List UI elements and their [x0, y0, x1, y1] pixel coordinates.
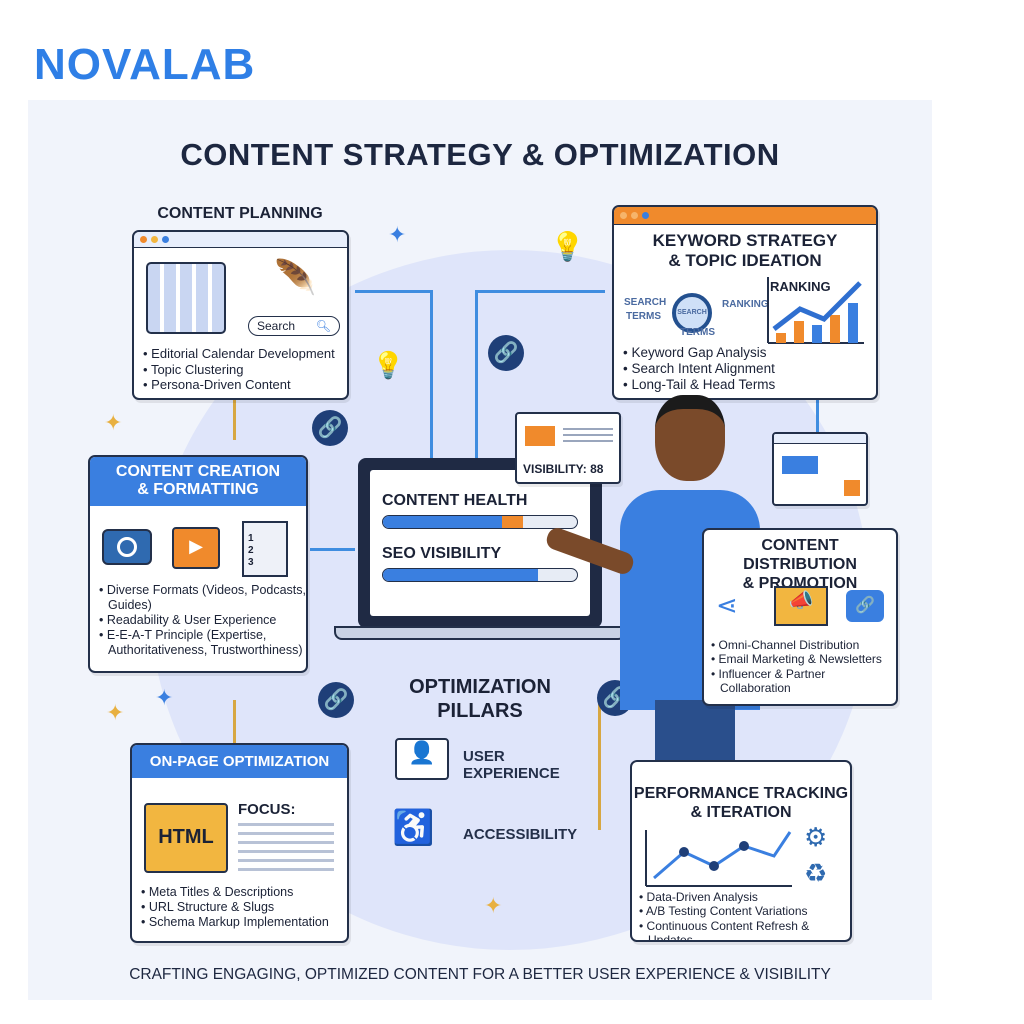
magnifier-icon: SEARCH — [672, 293, 712, 333]
link-icon: 🔗 — [488, 335, 524, 371]
image-placeholder-icon — [525, 426, 555, 446]
connector-line — [475, 290, 478, 460]
visibility-score: VISIBILITY: 88 — [523, 462, 604, 476]
content-distribution-card: CONTENT DISTRIBUTION& PROMOTION ⋖ 📣 🔗 Om… — [702, 528, 898, 706]
focus-label: FOCUS: — [238, 801, 296, 818]
lightbulb-icon: 💡 — [372, 350, 405, 380]
keyword-strategy-card: KEYWORD STRATEGY& TOPIC IDEATION SEARCH … — [612, 205, 878, 400]
on-page-optimization-card: ON-PAGE OPTIMIZATION HTML FOCUS: Meta Ti… — [130, 743, 349, 943]
line-chart-icon — [645, 830, 792, 887]
content-creation-card: CONTENT CREATION& FORMATTING ▶ 123 Diver… — [88, 455, 308, 673]
browser-card — [772, 432, 868, 506]
accessibility-icon: ♿ — [392, 809, 435, 847]
sparkle-icon: ✦ — [106, 700, 125, 725]
text-lines — [238, 823, 334, 871]
creation-heading: CONTENT CREATION& FORMATTING — [90, 457, 306, 506]
calendar-icon — [146, 262, 226, 334]
search-icon: 🔍︎ — [315, 319, 331, 333]
content-health-bar — [382, 515, 578, 529]
connector-line — [598, 700, 601, 830]
connector-line — [233, 700, 236, 745]
sparkle-icon: ✦ — [484, 893, 503, 918]
link-icon: 🔗 — [318, 682, 354, 718]
link-icon: 🔗 — [312, 410, 348, 446]
seo-visibility-label: SEO VISIBILITY — [382, 545, 502, 562]
laptop-base — [334, 626, 626, 640]
logo: NOVALAB — [34, 40, 256, 89]
share-icon: ⋖ — [716, 590, 738, 620]
person-head — [655, 395, 725, 481]
performance-tracking-card: PERFORMANCE TRACKING& ITERATION ⚙ ♻ Data… — [630, 760, 852, 942]
html-icon: HTML — [144, 803, 228, 873]
lightbulb-icon: 💡 — [550, 231, 585, 262]
planning-list: Editorial Calendar Development Topic Clu… — [140, 346, 335, 393]
email-megaphone-icon: 📣 — [774, 586, 828, 626]
chat-link-icon: 🔗 — [846, 590, 884, 622]
distribution-heading: CONTENT DISTRIBUTION& PROMOTION — [742, 537, 858, 593]
onpage-list: Meta Titles & DescriptionsURL Structure … — [138, 885, 329, 930]
keyword-cloud: SEARCH TERMS SEARCH RANKING TERMS — [624, 277, 769, 338]
user-experience-icon: 👤 — [395, 738, 449, 780]
quill-icon: 🪶 — [274, 259, 317, 297]
ranking-label: RANKING — [770, 279, 831, 294]
performance-heading: PERFORMANCE TRACKING& ITERATION — [633, 785, 849, 822]
connector-line — [475, 290, 605, 293]
sparkle-icon: ✦ — [104, 410, 123, 435]
image-placeholder-icon — [782, 456, 818, 474]
connector-line — [310, 548, 355, 551]
accessibility-label: ACCESSIBILITY — [463, 826, 578, 843]
keyword-list: Keyword Gap AnalysisSearch Intent Alignm… — [620, 345, 775, 394]
connector-line — [816, 390, 819, 435]
ranking-chart-icon — [767, 277, 864, 344]
recycle-icon: ♻ — [804, 858, 828, 888]
sparkle-icon: ✦ — [155, 685, 174, 710]
distribution-list: Omni-Channel DistributionEmail Marketing… — [708, 638, 896, 696]
camera-icon — [102, 529, 152, 565]
creation-list: Diverse Formats (Videos, Podcasts, Guide… — [96, 583, 306, 658]
user-experience-label: USER EXPERIENCE — [463, 748, 560, 782]
content-planning-card: 🪶 Search🔍︎ Editorial Calendar Developmen… — [132, 230, 349, 400]
onpage-heading: ON-PAGE OPTIMIZATION — [132, 745, 347, 779]
connector-line — [430, 290, 433, 460]
performance-list: Data-Driven AnalysisA/B Testing Content … — [636, 890, 850, 940]
page-title: CONTENT STRATEGY & OPTIMIZATION — [180, 137, 780, 172]
seo-visibility-bar — [382, 568, 578, 582]
text-lines — [563, 428, 613, 444]
search-input[interactable]: Search🔍︎ — [248, 316, 340, 336]
connector-line — [233, 400, 236, 440]
keyword-heading: KEYWORD STRATEGY& TOPIC IDEATION — [652, 231, 838, 271]
image-placeholder-icon — [844, 480, 860, 496]
connector-line — [355, 290, 433, 293]
content-health-label: CONTENT HEALTH — [382, 492, 528, 509]
visibility-card: VISIBILITY: 88 — [515, 412, 621, 484]
video-play-icon: ▶ — [172, 527, 220, 569]
sparkle-icon: ✦ — [388, 222, 407, 247]
person-legs — [655, 700, 735, 760]
gear-icon: ⚙ — [804, 822, 828, 852]
planning-heading: CONTENT PLANNING — [157, 205, 323, 222]
footer-tagline: CRAFTING ENGAGING, OPTIMIZED CONTENT FOR… — [129, 966, 831, 983]
